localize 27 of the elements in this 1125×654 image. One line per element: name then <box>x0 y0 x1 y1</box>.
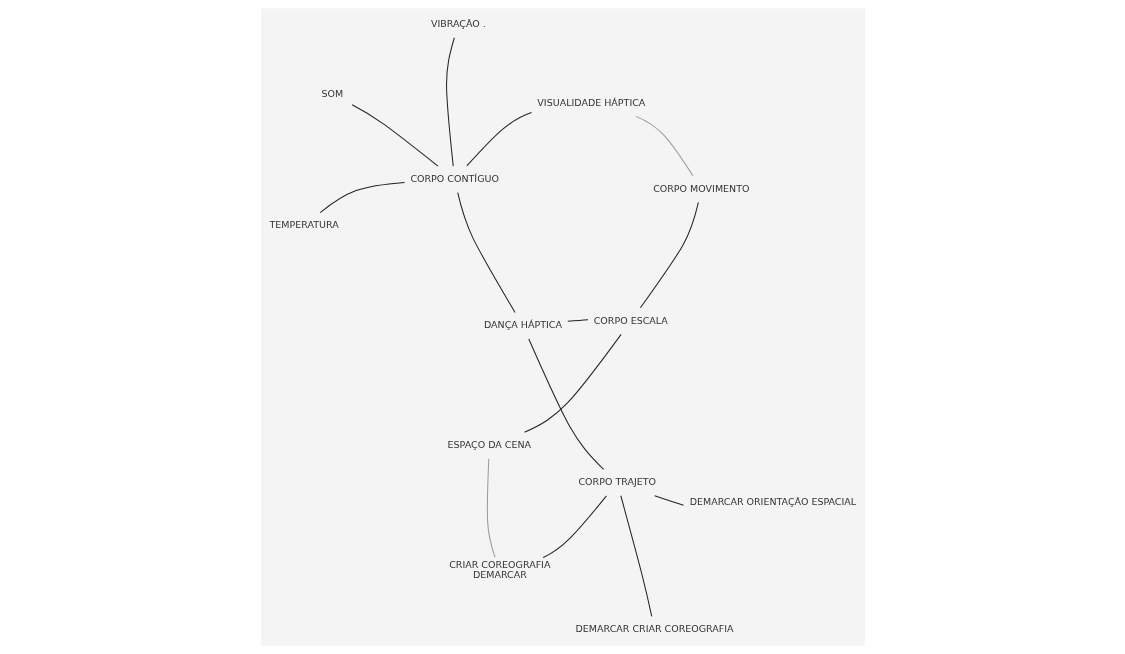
connector <box>486 458 496 558</box>
connector <box>523 333 622 433</box>
connector <box>639 201 699 309</box>
node-text: DEMARCAR ORIENTAÇÃO ESPACIAL <box>689 496 856 508</box>
connector <box>445 37 455 167</box>
connector <box>351 104 438 167</box>
connector <box>653 495 684 506</box>
node-text: DANÇA HÁPTICA <box>483 319 562 331</box>
node-text: CORPO ESCALA <box>593 314 668 326</box>
node-text: CRIAR COREOGRAFIA DEMARCAR <box>448 559 550 581</box>
connector <box>566 319 589 322</box>
connector <box>465 111 532 167</box>
connector <box>319 181 405 214</box>
node-text: VISUALIDADE HÁPTICA <box>536 96 645 108</box>
node-text: CORPO CONTÍGUO <box>409 172 499 184</box>
node-text: SOM <box>321 88 343 100</box>
node-text: DEMARCAR CRIAR COREOGRAFIA <box>575 623 734 635</box>
connector <box>542 495 607 559</box>
connector <box>634 115 693 177</box>
connector <box>619 495 652 617</box>
node-text: VIBRAÇÃO . <box>430 17 486 29</box>
node-text: CORPO MOVIMENTO <box>652 182 749 194</box>
connector <box>456 192 516 313</box>
node-text: TEMPERATURA <box>269 219 339 231</box>
connector <box>527 338 604 470</box>
node-text: CORPO TRAJETO <box>577 476 656 488</box>
node-text: ESPAÇO DA CENA <box>447 438 531 450</box>
